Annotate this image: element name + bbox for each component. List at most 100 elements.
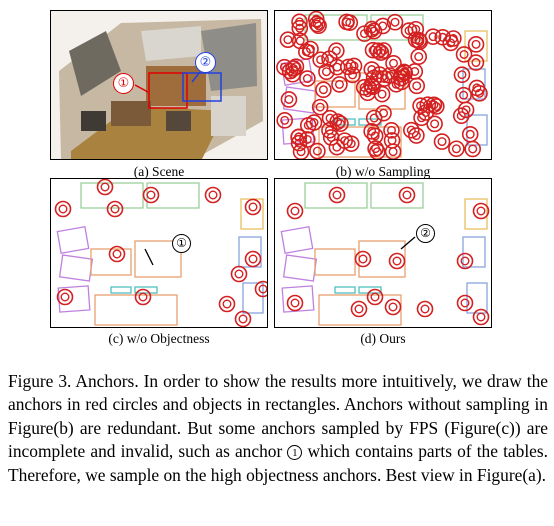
anchor-circle [453, 66, 471, 84]
anchor-circle [54, 200, 72, 218]
anchor-circle [358, 254, 368, 264]
anchor-circle [325, 113, 335, 123]
anchor-circle [244, 250, 262, 268]
anchor-circle [459, 90, 469, 100]
anchor-circle [208, 190, 218, 200]
object-rectangle [282, 86, 318, 114]
anchor-circle [345, 57, 363, 75]
object-rectangle [318, 294, 402, 326]
anchor-circle [248, 202, 258, 212]
anchor-circle [375, 104, 392, 122]
anchor-circle [312, 51, 329, 69]
anchor-circle [363, 20, 381, 38]
anchor-circle [146, 190, 156, 200]
anchor-circle [298, 131, 316, 148]
anchor-circle [420, 304, 430, 314]
anchor-circle [281, 62, 299, 80]
anchor-circle [280, 115, 290, 125]
anchor-circle [291, 19, 309, 37]
anchor-circle [451, 144, 461, 154]
anchor-circle [408, 77, 426, 95]
anchor-circle [283, 35, 293, 45]
anchor-circle [390, 17, 400, 27]
anchor-circle [341, 14, 359, 31]
anchor-circle [290, 128, 307, 146]
anchor-circle [389, 58, 399, 68]
anchor-circle [442, 34, 460, 52]
anchor-circle [286, 202, 304, 220]
anchor-circle [368, 82, 378, 92]
anchor-circle [374, 17, 392, 35]
anchor-circle [472, 308, 490, 326]
anchor-circle [431, 101, 441, 111]
scene-render [59, 19, 263, 159]
anchor-circle [258, 284, 267, 294]
anchor-circle [58, 204, 68, 214]
anchor-circle [370, 292, 380, 302]
anchor-circle [419, 96, 437, 113]
anchor-circle [411, 33, 429, 50]
anchor-circle [364, 78, 381, 96]
anchor-circle [411, 131, 421, 141]
anchor-circle [402, 190, 412, 200]
anchor-circle [437, 137, 447, 147]
anchor-circle [359, 82, 369, 92]
anchor-circle [344, 66, 361, 84]
anchor-circle [332, 142, 342, 152]
object-rectangle [242, 282, 264, 314]
anchor-circle [465, 129, 475, 139]
panel-c-callout-1: ① [172, 234, 191, 253]
anchor-circle [248, 254, 258, 264]
anchor-circle [222, 299, 232, 309]
anchor-circle [467, 36, 485, 53]
anchor-circle [376, 70, 393, 87]
anchor-circle [290, 206, 300, 216]
anchor-circle [295, 36, 305, 46]
anchor-circle [456, 252, 474, 270]
anchor-circle [354, 250, 372, 268]
object-rectangle [358, 286, 382, 294]
anchor-circle [364, 41, 382, 59]
anchor-circle [142, 186, 160, 204]
object-rectangle [466, 282, 488, 314]
anchor-circle [284, 94, 294, 104]
anchor-circle [461, 105, 471, 115]
anchor-circle [379, 73, 389, 83]
anchor-circle [476, 206, 486, 216]
object-rectangle [318, 126, 402, 158]
panel-b-plot [276, 11, 488, 159]
anchor-circle [112, 249, 122, 259]
anchor-circle [468, 144, 478, 154]
anchor-circle [404, 26, 414, 36]
panel-b-label: (b) w/o Sampling [335, 164, 431, 179]
anchor-circle [433, 133, 451, 150]
anchor-circle [471, 39, 481, 49]
anchor-circle [345, 18, 355, 28]
anchor-circle [307, 11, 325, 28]
anchor-circle [309, 142, 326, 159]
anchor-circle [367, 24, 377, 34]
anchor-circle [467, 54, 485, 71]
panel-d-label: (d) Ours [360, 331, 406, 346]
object-rectangle [57, 285, 91, 313]
anchor-circle [398, 186, 416, 204]
anchor-circle [423, 100, 433, 110]
anchor-circle [204, 186, 222, 204]
anchor-circle [60, 292, 70, 302]
panel-b: (b) w/o Sampling [274, 10, 492, 186]
anchor-circle [230, 265, 248, 283]
anchor-circle [428, 32, 438, 42]
object-rectangle [466, 114, 488, 146]
anchor-circle [291, 13, 308, 31]
anchor-circle [397, 77, 407, 87]
object-rectangle [334, 286, 356, 294]
anchor-circle [321, 121, 338, 139]
anchor-circle [285, 60, 302, 77]
anchor-circle [455, 46, 473, 63]
anchor-circle [305, 44, 315, 54]
anchor-circle [369, 143, 386, 159]
anchor-circle [312, 146, 322, 156]
anchor-circle [218, 295, 236, 313]
anchor-circle [56, 288, 74, 306]
anchor-circle [134, 288, 152, 306]
